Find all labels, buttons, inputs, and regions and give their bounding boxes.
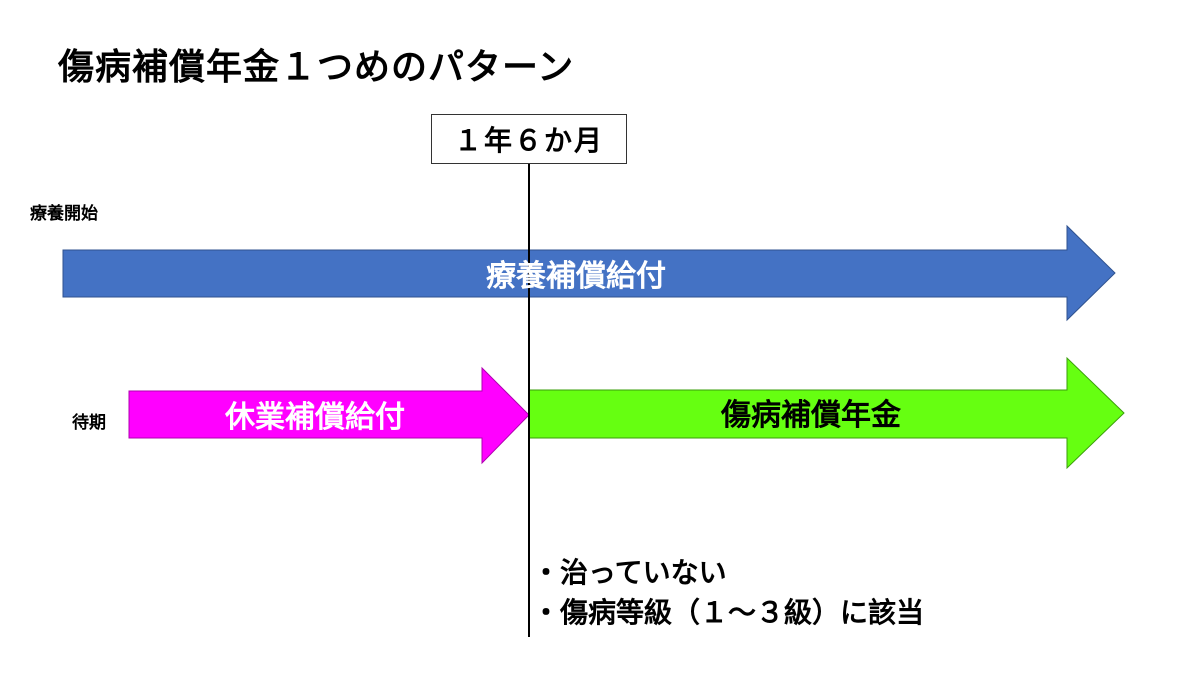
slide-title: 傷病補償年金１つめのパターン (58, 47, 575, 88)
injury-pension-arrow (528, 356, 1125, 470)
injury-pension-label: 傷病補償年金 (721, 398, 901, 433)
milestone-box: １年６か月 (431, 114, 627, 164)
treatment-start-label: 療養開始 (30, 204, 98, 224)
medical-benefit-label: 療養補償給付 (486, 259, 666, 294)
condition-disability-grade: ・傷病等級（１～３級）に該当 (532, 596, 925, 629)
condition-not-healed: ・治っていない (532, 556, 727, 589)
leave-benefit-label: 休業補償給付 (225, 400, 405, 435)
leave-benefit-arrow (128, 366, 530, 465)
conditions-list: ・治っていない ・傷病等級（１～３級）に該当 (532, 553, 924, 633)
milestone-label: １年６か月 (453, 124, 604, 157)
medical-benefit-arrow (62, 224, 1116, 322)
waiting-period-label: 待期 (72, 413, 106, 433)
